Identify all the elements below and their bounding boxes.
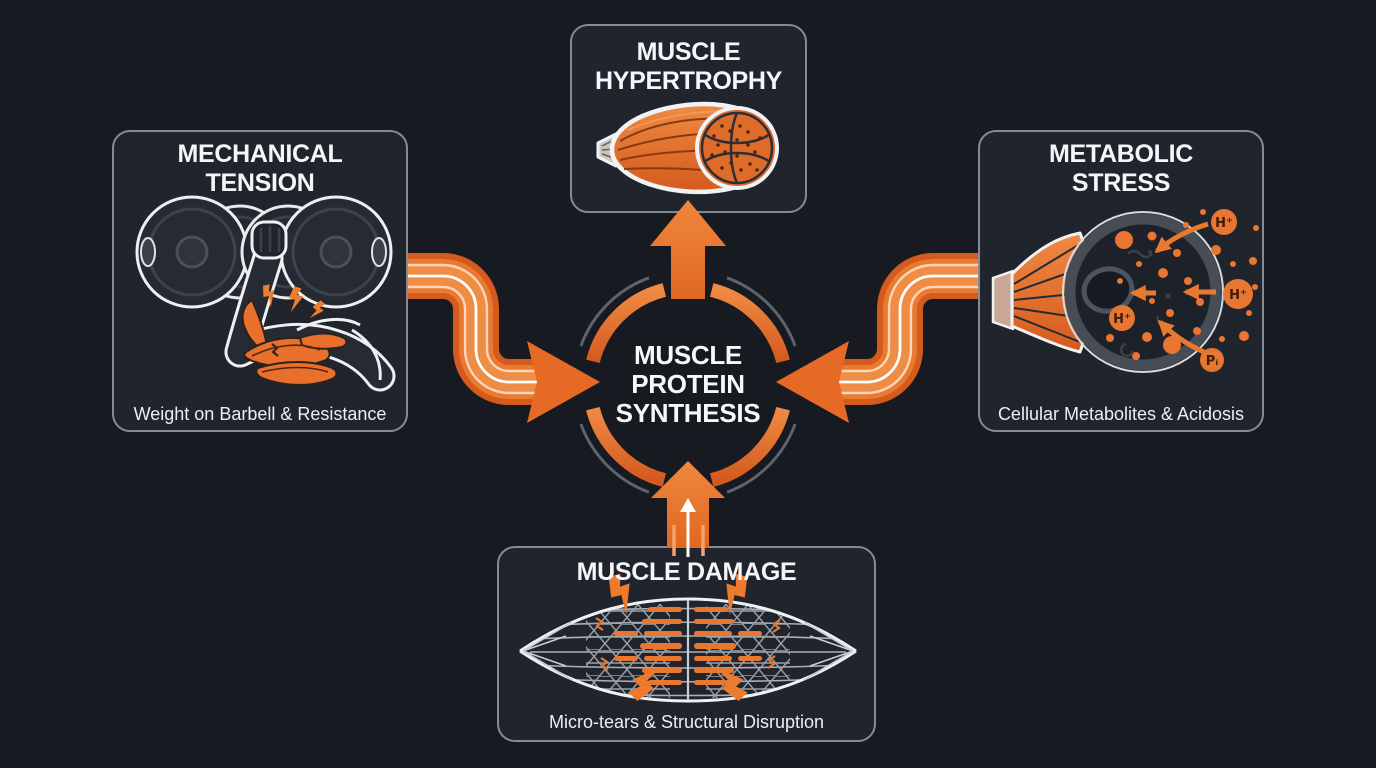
mechanical-tension-title-line2: TENSION — [205, 169, 315, 197]
muscle-damage-title: MUSCLE DAMAGE — [576, 558, 797, 586]
hypertrophy-title-line1: MUSCLE — [636, 38, 741, 66]
metabolic-stress-title: METABOLIC STRESS — [978, 140, 1264, 198]
hypertrophy-muscle-icon — [596, 101, 779, 195]
mechanical-tension-title-line1: MECHANICAL — [177, 140, 343, 168]
hypertrophy-title-line2: HYPERTROPHY — [594, 67, 782, 95]
center-label-line3: SYNTHESIS — [615, 398, 761, 428]
synthesis-ring — [586, 283, 790, 487]
ion-badge-h-plus-top: H⁺ — [1215, 216, 1233, 231]
metabolic-stress-title-line1: METABOLIC — [1048, 140, 1194, 168]
muscle-cell-icon: H⁺ H⁺ H⁺ Pᵢ — [991, 209, 1259, 373]
outer-ring — [579, 276, 797, 494]
muscle-fiber-icon — [519, 569, 857, 705]
center-label-line1: MUSCLE — [634, 340, 742, 370]
ion-badge-phosphate: Pᵢ — [1206, 354, 1219, 369]
muscle-damage-caption: Micro-tears & Structural Disruption — [548, 712, 825, 732]
metabolic-stress-caption: Cellular Metabolites & Acidosis — [997, 404, 1245, 424]
mechanical-tension-caption: Weight on Barbell & Resistance — [133, 404, 387, 424]
center-label: MUSCLE PROTEIN SYNTHESIS — [588, 341, 788, 428]
ribbon-from-metabolic-stress — [776, 253, 978, 423]
arrow-from-damage — [651, 461, 725, 557]
hypertrophy-title: MUSCLE HYPERTROPHY — [570, 38, 807, 96]
panel-muscle-damage — [497, 546, 876, 742]
ribbon-from-mechanical-tension — [408, 253, 600, 423]
center-label-line2: PROTEIN — [631, 369, 745, 399]
arrow-to-hypertrophy — [650, 200, 726, 299]
barbell-arm-icon — [135, 195, 396, 392]
ion-badge-h-plus-mid: H⁺ — [1229, 288, 1247, 303]
mechanical-tension-title: MECHANICAL TENSION — [112, 140, 408, 198]
metabolic-stress-title-line2: STRESS — [1071, 169, 1171, 197]
ion-badge-h-plus-inner: H⁺ — [1113, 312, 1131, 327]
